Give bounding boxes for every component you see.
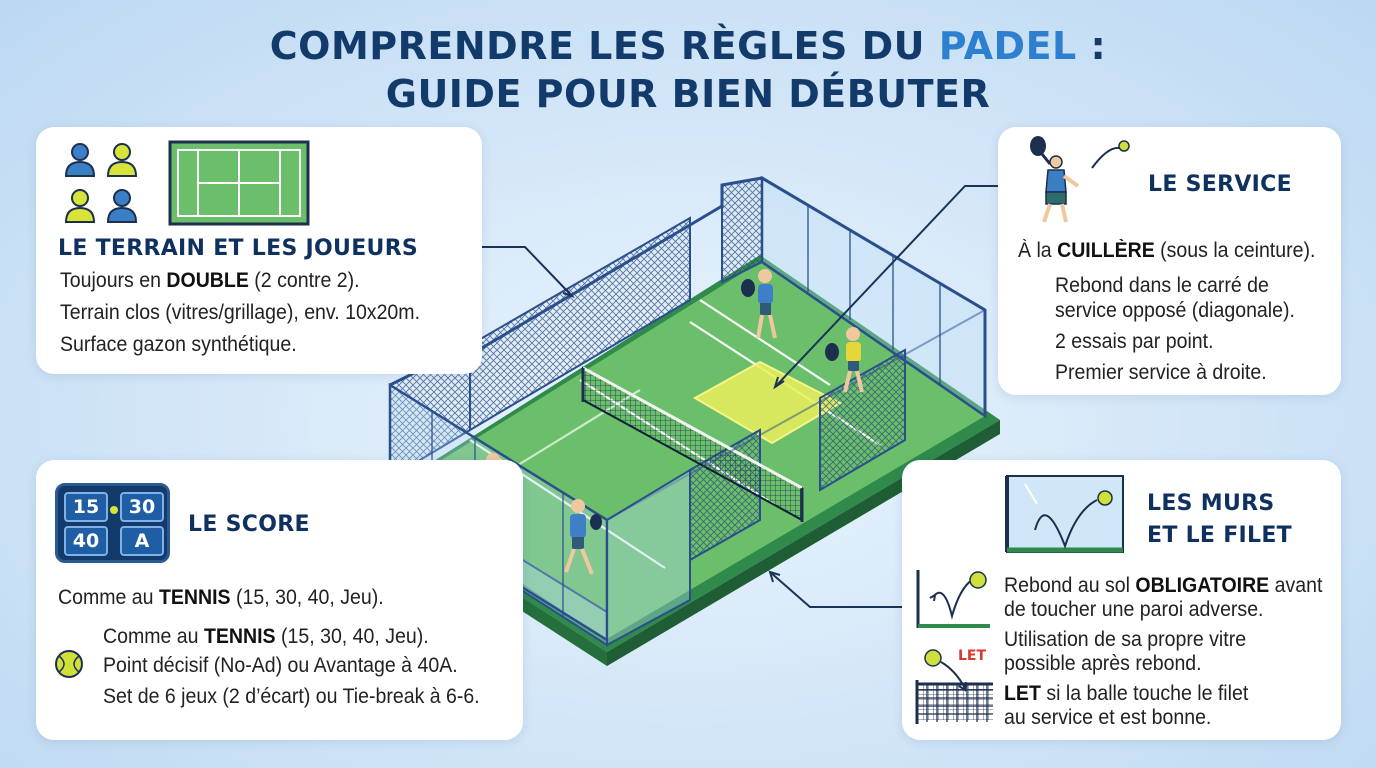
- scoreboard-icon: 15 30 40 A: [55, 483, 170, 563]
- player-top-yellow: [825, 327, 864, 393]
- net-let-icon: [915, 649, 993, 724]
- title-text: COMPRENDRE LES RÈGLES DU: [269, 24, 939, 68]
- title-line-1: COMPRENDRE LES RÈGLES DU PADEL :: [0, 22, 1376, 70]
- server-player-icon: [1030, 136, 1130, 223]
- player-bottom-blue: [564, 499, 602, 575]
- score-dot: [110, 506, 118, 514]
- murs-heading: LES MURS ET LE FILET: [1147, 488, 1292, 552]
- murs-line-4: possible après rebond.: [1004, 652, 1202, 675]
- terrain-heading: LE TERRAIN ET LES JOUEURS: [58, 236, 419, 261]
- terrain-line-1: Toujours en DOUBLE (2 contre 2).: [60, 269, 360, 292]
- right-fence: [819, 348, 906, 492]
- murs-line-2: de toucher une paroi adverse.: [1004, 598, 1264, 621]
- title-colon: :: [1076, 24, 1107, 68]
- murs-heading-line-2: ET LE FILET: [1147, 523, 1292, 548]
- service-line-5: Premier service à droite.: [1055, 361, 1267, 384]
- front-right-glass: [606, 468, 691, 647]
- murs-line-3: Utilisation de sa propre vitre: [1004, 628, 1247, 651]
- score-cell-15: 15: [64, 492, 108, 522]
- service-line-1: À la CUILLÈRE (sous la ceinture).: [1018, 239, 1316, 262]
- wall-rebound-icon: [1005, 475, 1124, 553]
- court-plan-icon: [168, 140, 310, 226]
- court-base-front: [607, 420, 1000, 666]
- score-cell-40: 40: [64, 526, 108, 556]
- tennis-ball-icon: [55, 650, 83, 678]
- title-accent: PADEL: [938, 24, 1077, 68]
- service-line-4: 2 essais par point.: [1055, 330, 1214, 353]
- title-line-2: GUIDE POUR BIEN DÉBUTER: [385, 72, 991, 116]
- score-line-3: Point décisif (No-Ad) ou Avantage à 40A.: [103, 654, 458, 677]
- murs-line-5: LET si la balle touche le filet: [1004, 682, 1249, 705]
- player-top-blue: [741, 269, 777, 339]
- glass-panel-dividers: [807, 205, 941, 385]
- score-line-4: Set de 6 jeux (2 d’écart) ou Tie-break à…: [103, 685, 480, 708]
- service-line-3: service opposé (diagonale).: [1055, 299, 1295, 322]
- terrain-line-3: Surface gazon synthétique.: [60, 333, 297, 356]
- score-cell-30: 30: [120, 492, 164, 522]
- service-line-2: Rebond dans le carré de: [1055, 274, 1269, 297]
- ground-rebound-icon: [916, 570, 990, 628]
- score-line-1: Comme au TENNIS (15, 30, 40, Jeu).: [58, 586, 384, 609]
- players-group-icon: [64, 143, 138, 223]
- terrain-line-2: Terrain clos (vitres/grillage), env. 10x…: [60, 301, 420, 324]
- service-heading: LE SERVICE: [1148, 172, 1292, 197]
- murs-line-6: au service et est bonne.: [1004, 706, 1212, 729]
- score-heading: LE SCORE: [188, 512, 310, 537]
- score-cell-a: A: [120, 526, 164, 556]
- page-title: COMPRENDRE LES RÈGLES DU PADEL : GUIDE P…: [0, 22, 1376, 118]
- let-label: LET: [958, 648, 987, 664]
- murs-heading-line-1: LES MURS: [1147, 491, 1275, 516]
- score-line-2: Comme au TENNIS (15, 30, 40, Jeu).: [103, 625, 429, 648]
- murs-line-1: Rebond au sol OBLIGATOIRE avant: [1004, 574, 1323, 597]
